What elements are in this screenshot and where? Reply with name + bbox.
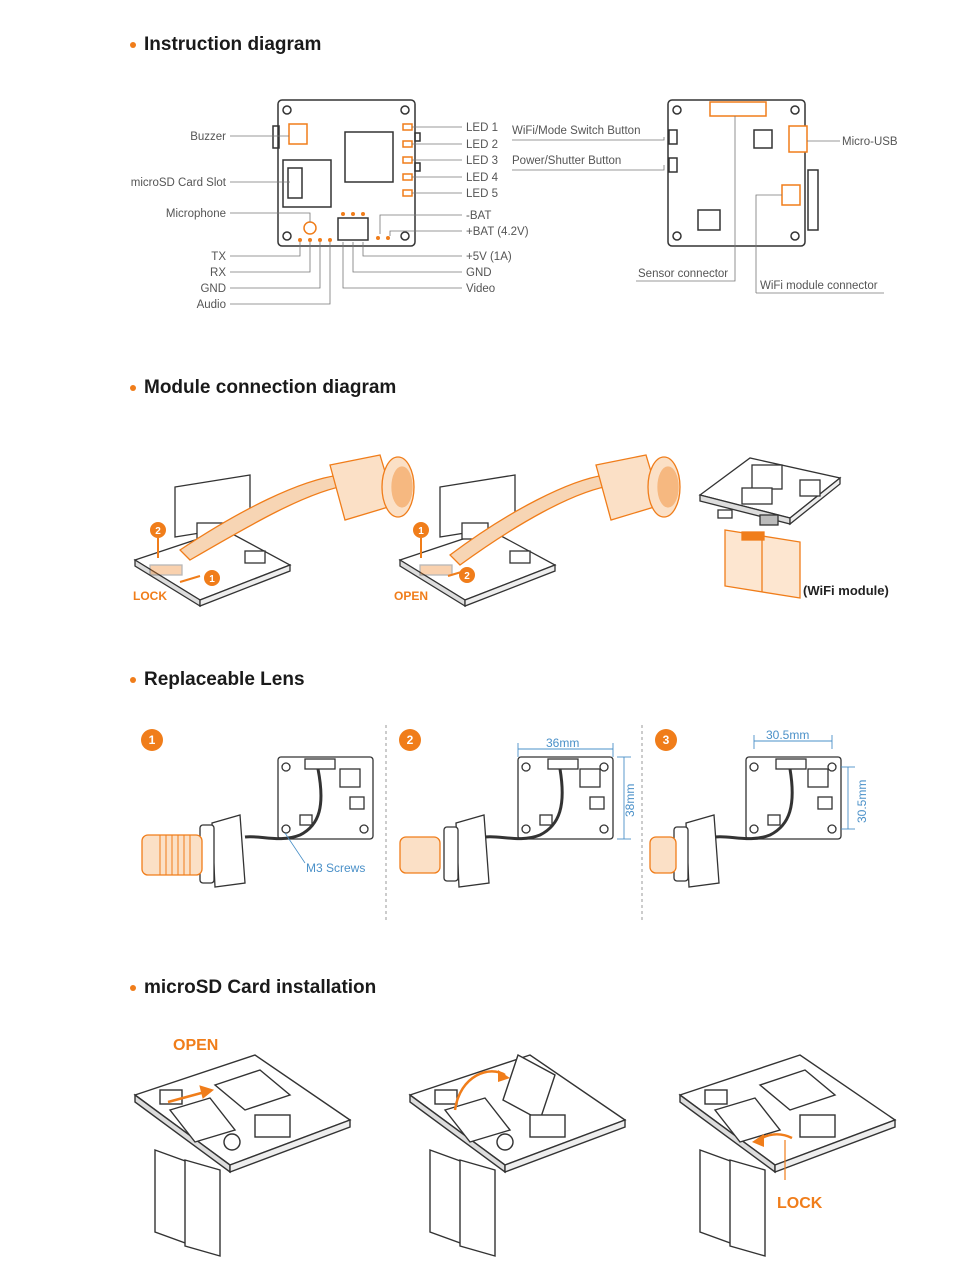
lens-step3-dimensions <box>753 735 855 830</box>
svg-text:+5V (1A): +5V (1A) <box>466 251 512 263</box>
microsd-open-arrow <box>167 1085 215 1104</box>
module-open-arrows <box>413 522 475 583</box>
svg-text:microSD Card Slot: microSD Card Slot <box>131 177 227 189</box>
svg-text:RX: RX <box>210 267 226 279</box>
front-labels-left: Buzzer microSD Card Slot Microphone TX R… <box>131 131 227 311</box>
wifi-module-label: (WiFi module) <box>803 583 889 598</box>
module-lock-step1: 1 <box>209 574 215 585</box>
microsd-installation-diagram: OPEN LOCK <box>133 1037 897 1257</box>
svg-text:+BAT (4.2V): +BAT (4.2V) <box>466 226 529 238</box>
lens-step2-dimensions <box>517 743 631 840</box>
leader-lines-left <box>230 135 331 305</box>
svg-text:-BAT: -BAT <box>466 210 491 222</box>
lens-step-3: 3 <box>663 733 670 747</box>
lens-step-badges <box>141 729 677 751</box>
svg-text:Buzzer: Buzzer <box>190 131 226 143</box>
svg-text:Audio: Audio <box>197 299 226 311</box>
section-title-module: Module connection diagram <box>130 377 396 399</box>
svg-text:LED 3: LED 3 <box>466 155 498 167</box>
microsd-panel-3 <box>678 1054 897 1257</box>
m3-screws-label: M3 Screws <box>306 861 365 875</box>
lens-step-1: 1 <box>149 733 156 747</box>
svg-text:GND: GND <box>466 267 492 279</box>
back-leader-lines <box>512 116 884 294</box>
back-board-orange-parts <box>709 101 808 206</box>
lens-step2-assembly <box>399 756 614 888</box>
dim-36mm: 36mm <box>546 736 579 750</box>
module-open-step2: 2 <box>464 571 470 582</box>
microsd-open-label: OPEN <box>173 1037 218 1054</box>
instruction-diagram: Buzzer microSD Card Slot Microphone TX R… <box>131 99 898 311</box>
lens-step1-assembly <box>141 756 374 888</box>
bullet-icon <box>130 677 136 683</box>
section-title-microsd: microSD Card installation <box>130 977 376 999</box>
svg-text:Power/Shutter Button: Power/Shutter Button <box>512 155 621 167</box>
microsd-lock-label: LOCK <box>777 1195 823 1212</box>
back-labels: WiFi/Mode Switch Button Power/Shutter Bu… <box>512 125 898 292</box>
svg-text:Microphone: Microphone <box>166 208 226 220</box>
lens-step-2: 2 <box>407 733 414 747</box>
microsd-panel-2 <box>408 1053 627 1257</box>
dim-38mm: 38mm <box>623 784 637 817</box>
svg-text:Video: Video <box>466 283 495 295</box>
microsd-panel-1 <box>133 1054 352 1257</box>
svg-text:Micro-USB: Micro-USB <box>842 136 898 148</box>
lens-thread-lines <box>159 835 191 875</box>
module-lock-step2: 2 <box>155 526 161 537</box>
svg-text:LED 5: LED 5 <box>466 188 498 200</box>
dim-30-5mm-side: 30.5mm <box>855 780 869 823</box>
section-title-lens: Replaceable Lens <box>130 669 305 691</box>
dim-30-5mm-top: 30.5mm <box>766 728 809 742</box>
svg-text:TX: TX <box>211 251 226 263</box>
front-board-orange-parts <box>288 123 413 197</box>
back-board <box>667 99 819 247</box>
front-board <box>272 99 421 247</box>
microsd-flip-arrowhead <box>498 1070 510 1082</box>
svg-text:LED 1: LED 1 <box>466 122 498 134</box>
svg-text:WiFi/Mode Switch Button: WiFi/Mode Switch Button <box>512 125 640 137</box>
svg-text:Sensor connector: Sensor connector <box>638 268 728 280</box>
section-title-instruction: Instruction diagram <box>130 34 321 56</box>
svg-text:LED 2: LED 2 <box>466 139 498 151</box>
wifi-module-assembly <box>698 457 842 599</box>
module-lock-assembly <box>133 454 415 608</box>
module-open-label: OPEN <box>394 589 428 603</box>
lens-step3-assembly <box>649 756 842 888</box>
bullet-icon <box>130 42 136 48</box>
module-open-step1: 1 <box>418 526 424 537</box>
replaceable-lens-diagram: 1 2 3 M3 Screws <box>141 725 869 920</box>
module-connection-diagram: 2 1 LOCK 1 2 OPEN <box>133 454 889 608</box>
svg-text:LED 4: LED 4 <box>466 172 499 184</box>
svg-text:GND: GND <box>200 283 226 295</box>
bullet-icon <box>130 385 136 391</box>
pin-dots <box>298 212 390 242</box>
module-lock-label: LOCK <box>133 589 167 603</box>
module-open-assembly <box>398 454 681 608</box>
svg-text:WiFi module connector: WiFi module connector <box>760 280 878 292</box>
leader-lines-right <box>342 126 462 289</box>
module-lock-arrows <box>150 522 220 586</box>
screw-leader <box>284 832 306 864</box>
front-labels-right: LED 1 LED 2 LED 3 LED 4 LED 5 -BAT +BAT … <box>466 122 529 295</box>
microsd-lock-arrowhead <box>752 1134 764 1147</box>
bullet-icon <box>130 985 136 991</box>
